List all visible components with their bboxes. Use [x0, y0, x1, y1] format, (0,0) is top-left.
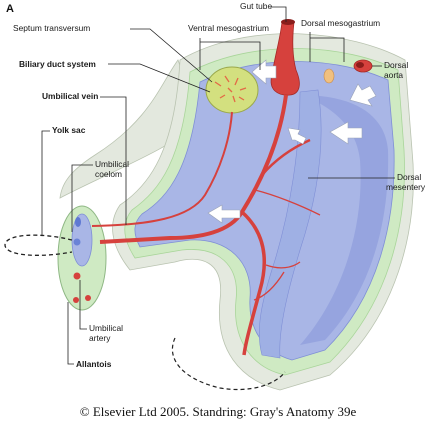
umbilical-artery-section-2 [85, 295, 91, 301]
label-septum-transversum: Septum transversum [13, 23, 90, 33]
umbilical-cord-wall [59, 59, 201, 199]
allantois-section [73, 297, 79, 303]
umbilical-artery-section-1 [73, 272, 81, 280]
label-umbilical-artery-1: Umbilical [89, 323, 123, 333]
arrow-mid [287, 127, 307, 145]
arrow-center [207, 204, 241, 224]
label-gut-tube: Gut tube [240, 1, 272, 11]
label-umbilical-coelom-2: coelom [95, 169, 122, 179]
dorsal-aorta-lumen [356, 62, 364, 68]
leader-septum-transversum [130, 28, 213, 83]
cut-edge-dashed [171, 337, 286, 391]
label-umbilical-vein: Umbilical vein [42, 91, 98, 101]
leader-biliary-duct-system [108, 63, 211, 93]
label-umbilical-artery-2: artery [89, 333, 111, 343]
label-dorsal-mesentery-2: mesentery [386, 182, 426, 192]
label-allantois: Allantois [76, 359, 112, 369]
septum-transversum-liver [205, 66, 259, 114]
leader-umbilical-vein [100, 96, 127, 225]
label-biliary-duct-system: Biliary duct system [19, 59, 96, 69]
vessel-branch-lower [240, 210, 267, 356]
dorsal-mesentery-sheet [258, 89, 322, 359]
vessel-branch-fine [253, 189, 321, 301]
leader-yolk-sac [41, 130, 50, 236]
label-dorsal-mesentery-1: Dorsal [397, 172, 421, 182]
label-dorsal-aorta-2: aorta [384, 70, 403, 80]
coelomic-cavity [134, 61, 395, 361]
label-ventral-mesogastrium: Ventral mesogastrium [188, 23, 269, 33]
leader-gut-tube [270, 6, 287, 22]
vessel-trunk [99, 94, 288, 244]
label-dorsal-mesogastrium: Dorsal mesogastrium [301, 18, 380, 28]
gut-tube-lumen [281, 19, 295, 25]
leader-allantois [67, 302, 74, 365]
vessel-branch-upper [261, 138, 311, 176]
label-umbilical-coelom-1: Umbilical [95, 159, 129, 169]
dorsal-mesogastrium-node [323, 68, 335, 84]
arrow-right-lower [329, 121, 363, 145]
umbilical-vein-section [75, 217, 81, 227]
figure-credit: © Elsevier Ltd 2005. Standring: Gray's A… [80, 404, 357, 419]
gut-tube [270, 21, 300, 96]
label-dorsal-aorta-1: Dorsal [384, 60, 408, 70]
yolk-stalk-section [73, 238, 81, 246]
leader-dorsal-mesogastrium [309, 32, 345, 62]
umbilical-vein-vessel [91, 111, 233, 227]
arrow-top [251, 59, 277, 85]
cavity-shadow [300, 95, 389, 345]
biliary-ducts [214, 75, 247, 103]
leader-umbilical-artery [79, 280, 87, 330]
leader-ventral-mesogastrium [199, 38, 261, 70]
arrow-right-upper [349, 83, 377, 107]
leader-umbilical-coelom [71, 164, 93, 232]
panel-letter: A [6, 3, 14, 15]
label-yolk-sac: Yolk sac [52, 125, 86, 135]
yolk-sac-dashed [4, 234, 73, 256]
